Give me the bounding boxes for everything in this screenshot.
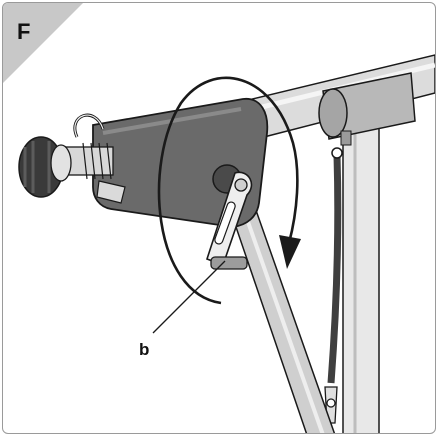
quick-release-lever <box>206 171 253 270</box>
hanging-strap <box>324 147 343 424</box>
rotation-arrow-icon <box>157 76 301 305</box>
step-corner-tab <box>3 3 83 83</box>
callout-label-b: b <box>139 340 149 359</box>
stand-post <box>342 122 380 433</box>
tube-clamp-collar <box>318 72 416 146</box>
callout-leader-line <box>152 260 226 334</box>
clamp-knob-icon <box>18 136 72 198</box>
step-label: F <box>17 19 30 44</box>
assembly-diagram: F <box>3 3 435 433</box>
threaded-spindle <box>62 113 126 204</box>
